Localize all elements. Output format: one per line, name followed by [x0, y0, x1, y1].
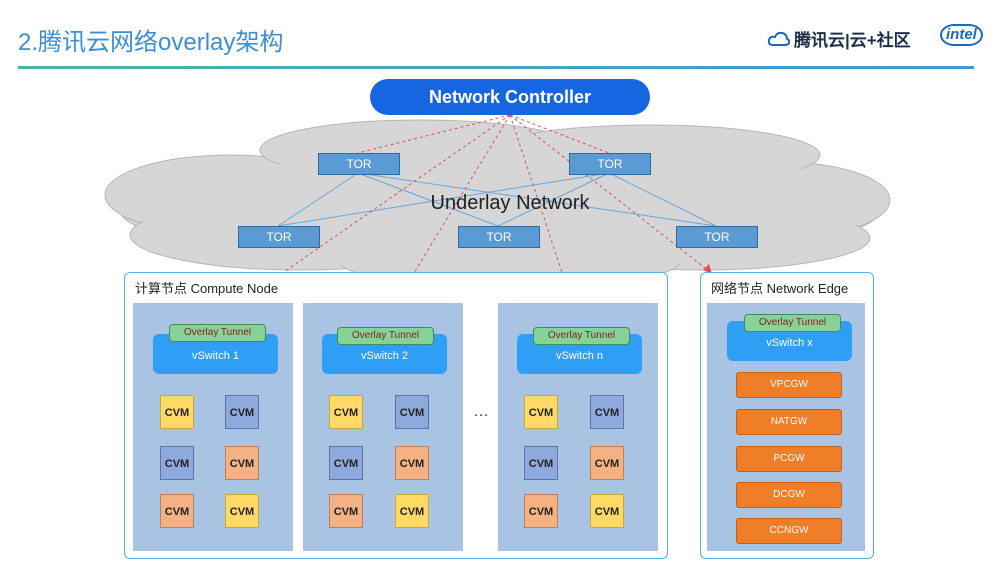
cvm: CVM: [329, 446, 363, 480]
cvm: CVM: [225, 446, 259, 480]
cvm: CVM: [160, 446, 194, 480]
gateway-pcgw: PCGW: [736, 446, 842, 472]
gateway-ccngw: CCNGW: [736, 518, 842, 544]
intel-logo: intel: [940, 24, 983, 46]
cvm: CVM: [524, 395, 558, 429]
underlay-links: [277, 172, 717, 227]
underlay-network-label: Underlay Network: [430, 192, 590, 214]
compute-node-label: 计算节点 Compute Node: [135, 281, 279, 296]
overlay-tunnel: Overlay Tunnel: [169, 324, 266, 342]
cvm: CVM: [160, 494, 194, 528]
tor-switch: TOR: [569, 153, 651, 175]
cvm: CVM: [225, 494, 259, 528]
more-nodes-ellipsis: …: [473, 403, 490, 420]
overlay-tunnel: Overlay Tunnel: [744, 314, 841, 332]
brand-text: 腾讯云|云+社区: [794, 31, 911, 50]
cvm: CVM: [160, 395, 194, 429]
network-controller: Network Controller: [370, 79, 650, 115]
cvm: CVM: [590, 395, 624, 429]
cvm: CVM: [395, 395, 429, 429]
tor-switch: TOR: [676, 226, 758, 248]
cvm: CVM: [524, 446, 558, 480]
network-edge-label: 网络节点 Network Edge: [711, 281, 849, 296]
cvm: CVM: [329, 395, 363, 429]
gateway-natgw: NATGW: [736, 409, 842, 435]
cvm: CVM: [524, 494, 558, 528]
cvm: CVM: [590, 494, 624, 528]
tor-switch: TOR: [458, 226, 540, 248]
overlay-tunnel: Overlay Tunnel: [337, 327, 434, 345]
tencent-cloud-icon: [768, 31, 790, 46]
gateway-vpcgw: VPCGW: [736, 372, 842, 398]
overlay-tunnel: Overlay Tunnel: [533, 327, 630, 345]
cvm: CVM: [395, 446, 429, 480]
tor-switch: TOR: [318, 153, 400, 175]
cvm: CVM: [395, 494, 429, 528]
cvm: CVM: [225, 395, 259, 429]
gateway-dcgw: DCGW: [736, 482, 842, 508]
page-title: 2.腾讯云网络overlay架构: [18, 29, 284, 56]
cvm: CVM: [329, 494, 363, 528]
cvm: CVM: [590, 446, 624, 480]
tor-switch: TOR: [238, 226, 320, 248]
brand-logo: 腾讯云|云+社区: [768, 26, 911, 51]
header-divider: [18, 66, 974, 69]
